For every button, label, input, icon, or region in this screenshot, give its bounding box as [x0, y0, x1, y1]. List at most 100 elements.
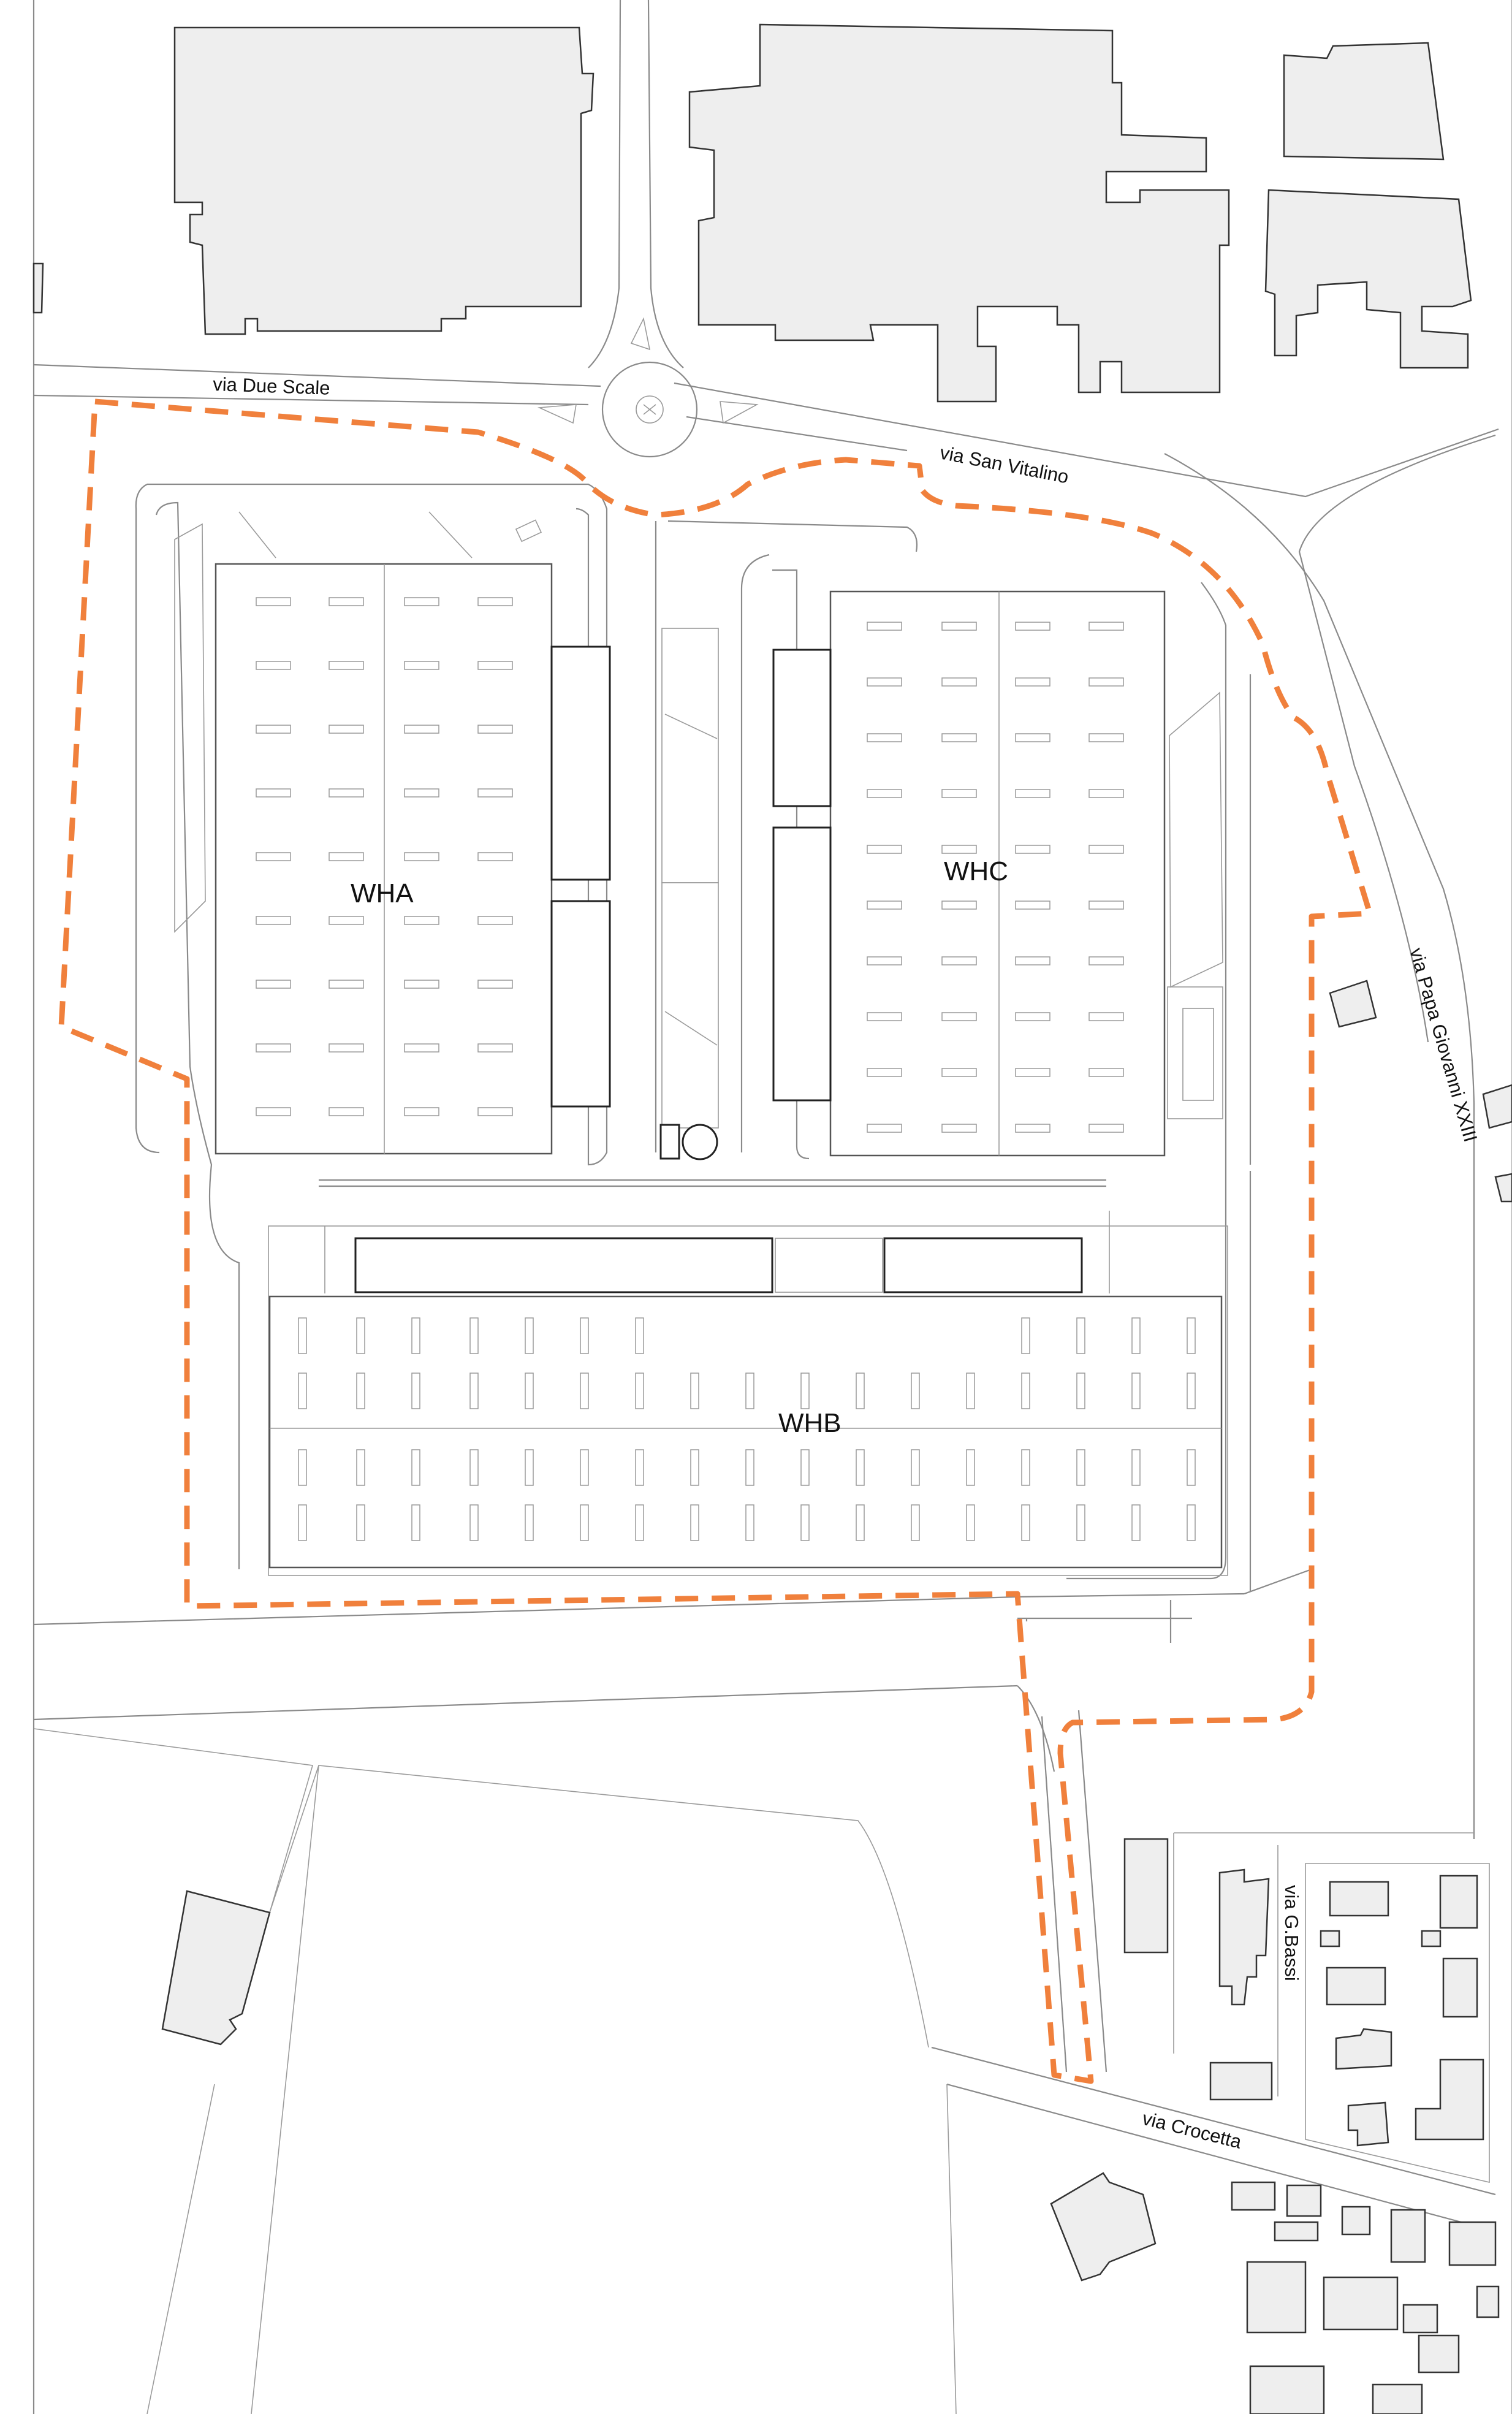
skylight — [911, 1373, 920, 1409]
skylight — [1187, 1373, 1196, 1409]
skylight — [941, 622, 977, 631]
skylight — [477, 1107, 513, 1116]
whb-skylights — [298, 1317, 1196, 1541]
skylight — [856, 1449, 865, 1486]
skylight — [1015, 1012, 1050, 1021]
label-whc: WHC — [944, 856, 1008, 886]
surrounding-buildings — [32, 23, 1512, 2414]
skylight — [690, 1449, 699, 1486]
skylight — [1021, 1317, 1030, 1354]
skylight — [411, 1317, 420, 1354]
skylight — [1131, 1317, 1141, 1354]
skylight — [911, 1449, 920, 1486]
skylight — [256, 1043, 291, 1053]
skylight — [1088, 733, 1124, 742]
warehouse-wha — [174, 511, 611, 1155]
skylight — [469, 1504, 479, 1541]
skylight — [525, 1449, 534, 1486]
skylight — [329, 725, 364, 734]
skylight — [329, 1107, 364, 1116]
skylight — [867, 733, 902, 742]
skylight — [1021, 1373, 1030, 1409]
skylight — [256, 597, 291, 606]
skylight — [1021, 1449, 1030, 1486]
skylight — [1076, 1317, 1085, 1354]
skylight — [404, 852, 439, 861]
skylight — [867, 1012, 902, 1021]
skylight — [867, 622, 902, 631]
skylight — [941, 1012, 977, 1021]
skylight — [580, 1373, 589, 1409]
skylight — [867, 845, 902, 854]
skylight — [477, 661, 513, 670]
skylight — [411, 1449, 420, 1486]
skylight — [1088, 622, 1124, 631]
warehouse-whb — [268, 1211, 1228, 1576]
skylight — [404, 1107, 439, 1116]
skylight — [1015, 677, 1050, 687]
skylight — [1015, 789, 1050, 798]
skylight — [745, 1504, 754, 1541]
skylight — [1187, 1504, 1196, 1541]
skylight — [1088, 1068, 1124, 1077]
skylight — [411, 1504, 420, 1541]
skylight — [580, 1317, 589, 1354]
skylight — [1088, 845, 1124, 854]
skylight — [256, 725, 291, 734]
skylight — [525, 1373, 534, 1409]
skylight — [1131, 1373, 1141, 1409]
skylight — [856, 1504, 865, 1541]
skylight — [867, 956, 902, 965]
skylight — [966, 1449, 975, 1486]
skylight — [356, 1504, 365, 1541]
skylight — [1015, 733, 1050, 742]
skylight — [329, 788, 364, 798]
skylight — [635, 1449, 644, 1486]
skylight — [800, 1504, 810, 1541]
skylight — [404, 597, 439, 606]
skylight — [1088, 789, 1124, 798]
skylight — [1076, 1504, 1085, 1541]
skylight — [1015, 622, 1050, 631]
label-via-san-vitalino: via San Vitalino — [938, 442, 1071, 488]
skylight — [856, 1373, 865, 1409]
skylight — [356, 1449, 365, 1486]
skylight — [635, 1504, 644, 1541]
skylight — [1015, 1068, 1050, 1077]
skylight — [635, 1317, 644, 1354]
skylight — [1015, 845, 1050, 854]
skylight — [1088, 956, 1124, 965]
skylight — [1088, 677, 1124, 687]
skylight — [477, 916, 513, 925]
skylight — [298, 1449, 307, 1486]
skylight — [1187, 1317, 1196, 1354]
skylight — [1015, 1124, 1050, 1133]
skylight — [580, 1504, 589, 1541]
skylight — [941, 733, 977, 742]
skylight — [867, 1124, 902, 1133]
skylight — [580, 1449, 589, 1486]
skylight — [941, 1068, 977, 1077]
skylight — [469, 1317, 479, 1354]
skylight — [867, 1068, 902, 1077]
skylight — [1015, 900, 1050, 910]
skylight — [635, 1373, 644, 1409]
roundabout — [537, 317, 759, 458]
skylight — [404, 788, 439, 798]
skylight — [867, 789, 902, 798]
skylight — [1187, 1449, 1196, 1486]
skylight — [477, 597, 513, 606]
skylight — [298, 1317, 307, 1354]
skylight — [411, 1373, 420, 1409]
map-frame — [32, 0, 1512, 2414]
skylight — [941, 845, 977, 854]
skylight — [941, 1124, 977, 1133]
skylight — [1088, 900, 1124, 910]
label-via-papa-giovanni: via Papa Giovanni XXIII — [1405, 945, 1481, 1144]
skylight — [404, 916, 439, 925]
skylight — [941, 900, 977, 910]
label-whb: WHB — [778, 1408, 841, 1438]
skylight — [329, 980, 364, 989]
skylight — [256, 661, 291, 670]
